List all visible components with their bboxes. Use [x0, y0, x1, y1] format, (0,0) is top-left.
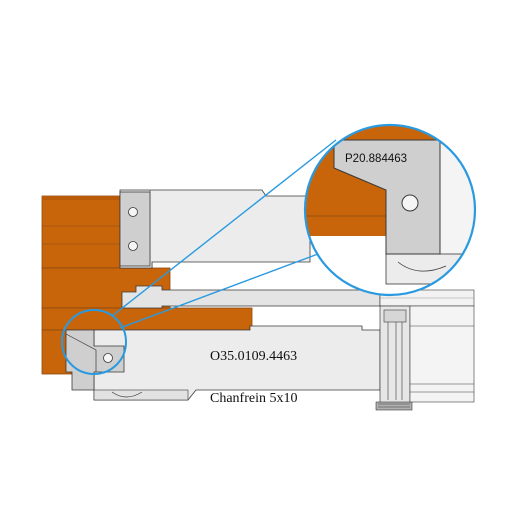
lower-insert: [65, 329, 125, 391]
upper-insert: [119, 191, 151, 267]
screw-hole-icon: [128, 207, 138, 217]
callout-line-top: [111, 139, 337, 317]
insert-label: P20.884463: [345, 153, 407, 165]
detail-source-circle: [61, 309, 127, 375]
callout-line-bottom: [119, 253, 319, 329]
magnified-detail: [303, 123, 477, 297]
screw-hole-icon: [128, 241, 138, 251]
chamfer-label: Chanfrein 5x10: [210, 391, 297, 406]
right-hub: [375, 305, 475, 411]
screw-hole-icon: [401, 194, 419, 212]
lower-tool-body: [93, 325, 381, 401]
screw-hole-icon: [103, 353, 113, 363]
workpiece-lower-band: [41, 307, 253, 331]
main-part-label: O35.0109.4463: [210, 349, 297, 364]
